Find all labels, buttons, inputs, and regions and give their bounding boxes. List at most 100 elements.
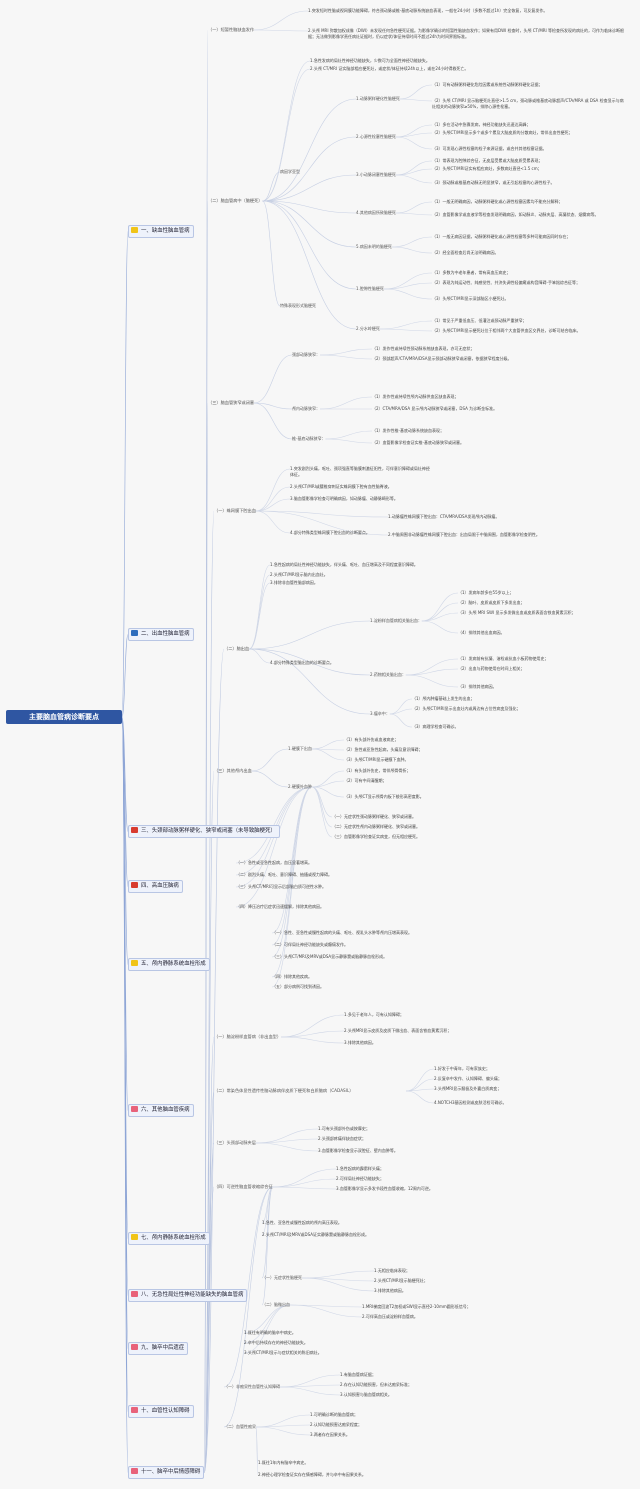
s1-stenosis-node[interactable]: （三）脑血管狭窄或闭塞 [208,400,255,405]
mindmap-root[interactable]: 主要脑血管病诊断要点 [6,710,122,724]
heart-icon [131,1105,138,1112]
root-connector [121,634,129,718]
s1-type-node[interactable]: 4.其他病因所致脑梗死 [356,210,396,215]
branch-connector [261,1186,273,1306]
leaf-connector [243,1304,291,1354]
s1-special-node[interactable]: 特殊表现形式脑梗死 [280,303,316,308]
s1-special-type[interactable]: 2.分水岭梗死 [356,326,380,331]
s10-item: 1.有脑血管病证据； [340,1372,376,1377]
leaf-connector [325,430,373,440]
branch-connector [254,402,293,440]
s1-etiology-node[interactable]: 病因学亚型 [280,169,300,174]
s2-sah-item: 3.脑血管影像学检查可明确病因，如动脉瘤、动静脉畸形等。 [290,496,398,501]
section-label: 三、头颈部动脉粥样硬化、狭窄或闭塞（未导致脑梗死） [141,828,276,834]
section-3-atherosclerosis[interactable]: 三、头颈部动脉粥样硬化、狭窄或闭塞（未导致脑梗死） [128,825,280,838]
s2-other-type[interactable]: 2.硬膜外血肿 [288,784,312,789]
s6-type-node[interactable]: （二）常染色体显性遗传性脑动脉病伴皮质下梗死和白质脑病（CADASIL） [214,1088,354,1093]
s2-sah-sub: 2.中脑周围非动脉瘤性蛛网膜下腔出血：出血局限于中脑周围，血管影像学检查阴性。 [388,532,540,537]
s8-item: 2.头颅CT/MRI显示脑梗死灶； [374,1278,428,1283]
leaf-connector [255,510,291,534]
leaf-connector [319,354,373,360]
section-9-sequelae[interactable]: 九、脑卒中后遗症 [128,1342,189,1355]
s1-type-item: （2）头颅CT/MRI显示多个或多个累及大脑皮质的分散病灶，常伴出血性梗死； [432,130,573,135]
s1-stenosis-type[interactable]: 颅内动脉狭窄： [292,406,320,411]
s2-other-node[interactable]: （三）其他颅内出血 [214,768,252,773]
section-2-hemorrhagic[interactable]: 二、出血性脑血管病 [128,628,194,641]
s2-ich-type-item: （3）病理学检查可确诊。 [412,724,459,729]
branch-connector [223,1186,273,1428]
s5-item: （二）可伴局灶神经功能缺失或癫痫发作。 [272,942,348,947]
s8-item: 3.排除其他病因。 [374,1288,406,1293]
s6-item: 2.可伴局灶神经功能缺失； [336,1176,384,1181]
branch-connector [262,171,281,202]
s2-ich-type[interactable]: 3.瘤卒中： [370,711,390,716]
section-11-affective[interactable]: 十一、脑卒中后情感障碍 [128,1466,205,1479]
s1-special-item: （1）多数为中老年患者，常有高血压病史； [432,270,511,275]
leaf-connector [281,1030,345,1038]
s1-stroke-node[interactable]: （二）脑血管病中（脑梗死） [208,198,263,203]
section-10-cognitive[interactable]: 十、血管性认知障碍 [128,1405,194,1418]
flag-icon [131,629,138,636]
s1-type-node[interactable]: 2.心源性栓塞性脑梗死 [356,134,396,139]
s1-special-item: （2）表现为纯运动性、纯感觉性、共济失调性轻偏瘫或构音障碍-手笨拙综合征等； [432,280,580,285]
s1-type-item: （3）可发现心源性栓塞的栓子来源证据，或合并其他栓塞证据。 [432,146,547,151]
s2-other-item: （2）可有中间清醒期； [344,778,387,783]
leaf-connector [311,739,345,750]
s10-type-node[interactable]: （一）非痴呆性血管性认知障碍 [224,1384,280,1389]
s1-type-node[interactable]: 5.病因未明的脑梗死 [356,244,392,249]
s8-type-node[interactable]: （一）无症状性脑梗死 [262,1275,302,1280]
section-5-venous[interactable]: 五、颅内静脉系统血栓形成 [128,958,210,971]
leaf-connector [421,612,459,622]
s2-ich-type[interactable]: 1.淀粉样血管病相关脑出血： [370,618,422,623]
section-label: 九、脑卒中后遗症 [141,1345,185,1351]
branch-connector [223,1186,273,1388]
s4-item: （一）急性或亚急性起病，血压显著增高。 [236,860,312,865]
s2-ich-node[interactable]: （二）脑出血 [224,646,250,651]
section-4-hypertensive[interactable]: 四、高血压脑病 [128,880,183,893]
s2-ich-type-item: （2）出血与药物使用在时间上相关； [458,666,525,671]
section-8-silent[interactable]: 八、无急性局灶性神经功能缺失的脑血管病 [128,1289,248,1302]
s6-type-node[interactable]: （一）脑淀粉样血管病（非出血型） [214,1034,282,1039]
s9-item: 2.卒中后持续存在的神经功能缺失。 [244,1340,308,1345]
leaf-connector [389,708,413,715]
s9-item: 3.头颅CT/MRI显示与症状相关的陈旧病灶。 [244,1350,322,1355]
house-icon [131,826,138,833]
s6-item: 3.血管影像学检查显示双腔征、壁内血肿等。 [318,1148,398,1153]
s6-item: 1.好发于中青年，可有家族史； [434,1066,490,1071]
s1-type-item: （2）经全面检查后尚无法明确病因。 [432,250,499,255]
leaf-connector [383,288,433,300]
leaf-connector [391,246,433,254]
s2-ich-type-item: （2）头颅CT/MRI显示出血灶内或周边有占位性病变及强化； [412,706,521,711]
section-label: 七、颅内静脉系统血栓形成 [141,1235,206,1241]
root-connector [121,716,129,1473]
s4-item: （三）头颅CT/MRI可显示后部脑白质可逆性水肿。 [236,884,326,889]
s2-ich-type[interactable]: 2.药物相关脑出血： [370,672,406,677]
s1-stenosis-item: （2）颈部超声/CTA/MRA/DSA显示颈部动脉狭窄或闭塞，依据狭窄程度分级。 [372,356,512,361]
s6-type-node[interactable]: （四）可逆性脑血管收缩综合征 [214,1184,273,1189]
s6-type-node[interactable]: （三）头颈部动脉夹层 [214,1140,256,1145]
s1-stenosis-type[interactable]: 椎-基底动脉狭窄： [292,436,326,441]
s1-type-node[interactable]: 1.动脉粥样硬化性脑梗死 [356,96,400,101]
s1-special-type[interactable]: 1.腔隙性脑梗死 [356,286,384,291]
s2-other-item: （1）有头部外伤或血液病史； [344,737,399,742]
s1-stenosis-type[interactable]: 颈部动脉狭窄： [292,352,320,357]
section-6-other[interactable]: 六、其他脑血管疾病 [128,1104,194,1117]
s2-sah-node[interactable]: （一）蛛网膜下腔出血 [214,508,256,513]
s9-item: 1.既往有明确的脑卒中病史。 [244,1330,296,1335]
section-7-venous-thrombosis[interactable]: 七、颅内静脉系统血栓形成 [128,1232,210,1245]
s1-tia-node[interactable]: （一）短暂性脑缺血发作 [208,27,255,32]
s2-other-type[interactable]: 1.硬膜下出血 [288,746,312,751]
s2-other-item: （3）头颅CT/MRI显示硬膜下血肿。 [344,757,409,762]
s1-type-node[interactable]: 3.小动脉闭塞性脑梗死 [356,172,396,177]
root-connector [121,716,129,1111]
s1-special-item: （2）头颅CT/MRI显示梗死灶位于相邻两个大血管供血区交界处，诊断可结合临床。 [432,328,581,333]
leaf-connector [395,174,433,184]
section-1-ischemic[interactable]: 一、缺血性脑血管病 [128,225,194,238]
s10-type-node[interactable]: （二）血管性痴呆 [224,1424,256,1429]
s8-type-node[interactable]: （二）脑微出血 [262,1302,290,1307]
branch-connector [262,200,357,248]
branch-connector [262,174,357,202]
s7-item: 2.头颅CT/MRI及MRV或DSA证实静脉窦或脑静脉血栓形成。 [262,1232,369,1237]
s1-stenosis-item: （2）CTA/MRA/DSA 显示颅内动脉狭窄或闭塞，DSA 为诊断金标准。 [372,406,498,411]
